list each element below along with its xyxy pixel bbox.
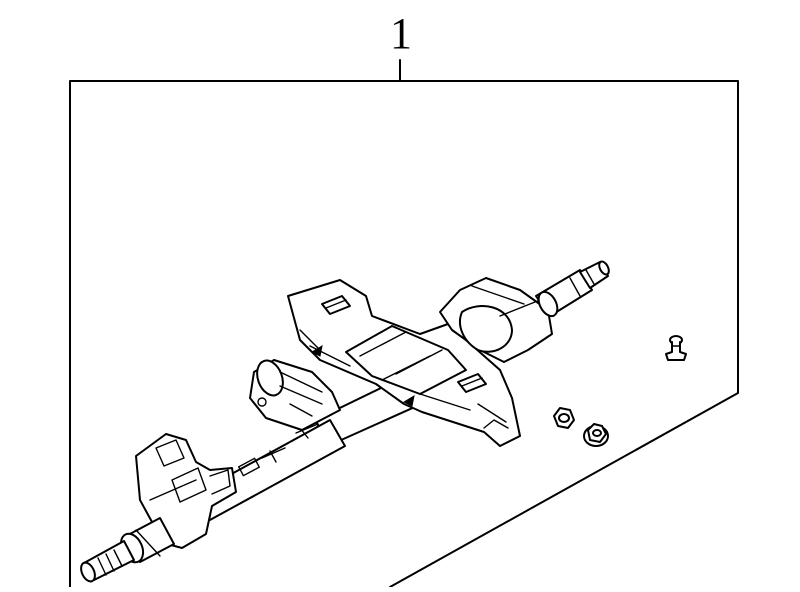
upper-shaft (535, 260, 610, 318)
lower-bracket-details (149, 439, 231, 503)
tilt-housing (249, 359, 341, 431)
parts-frame (69, 80, 739, 588)
flange-nut-icon (583, 423, 609, 447)
nut-icon (553, 407, 575, 429)
bolt-icon (665, 335, 687, 361)
steering-column-icon (80, 260, 610, 583)
callout-number: 1 (390, 9, 412, 58)
upper-housing (439, 277, 553, 363)
mounting-bracket-details (299, 295, 509, 429)
lower-spline-shaft (80, 540, 135, 583)
